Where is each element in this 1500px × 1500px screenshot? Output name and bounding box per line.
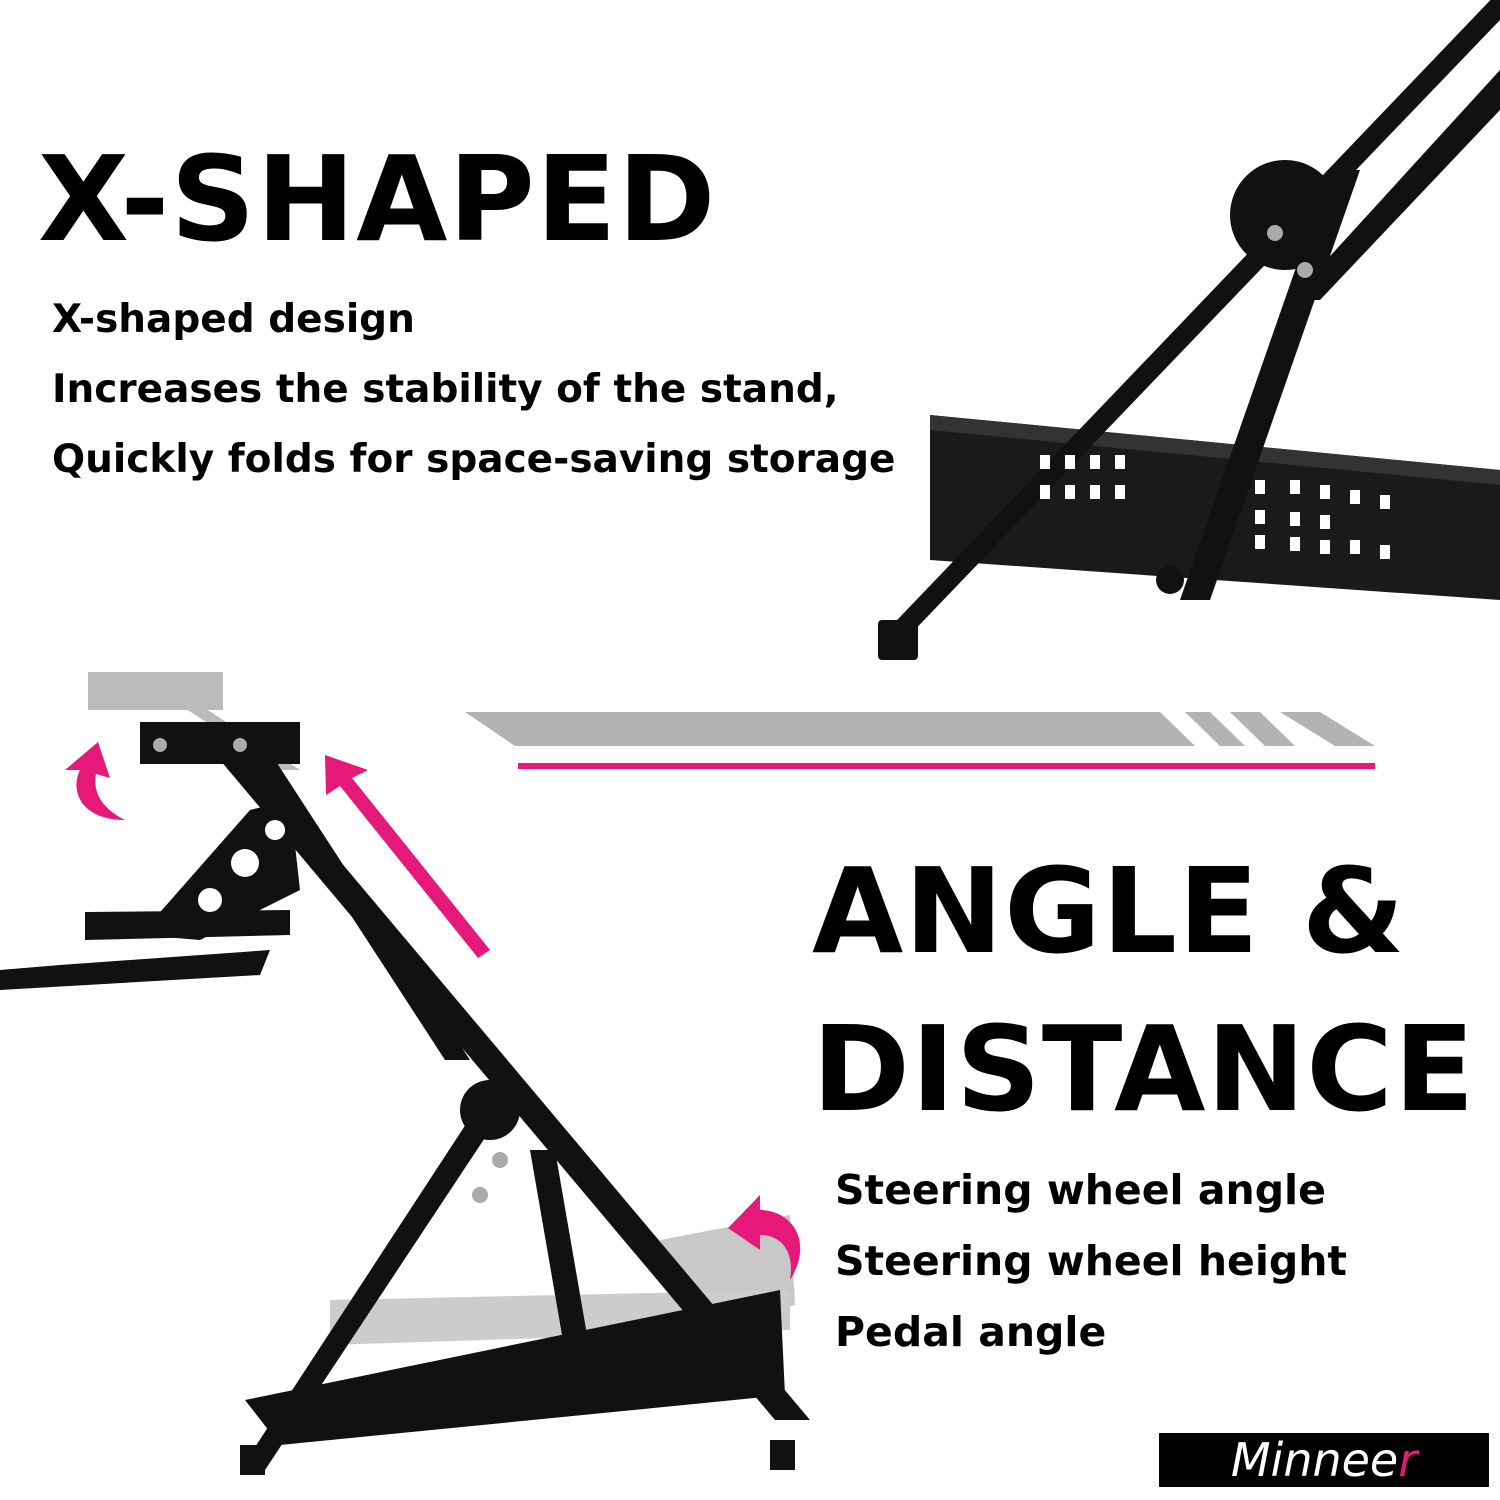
adjustable-stand-image <box>0 672 810 1475</box>
brand-name-accent: r <box>1398 1433 1418 1487</box>
description-line: Quickly folds for space-saving storage <box>52 437 896 482</box>
pink-divider-line <box>518 763 1375 769</box>
feature-item: Steering wheel height <box>835 1237 1348 1285</box>
section-title-x-shaped: X-SHAPED <box>38 130 717 268</box>
pedal-rotate-arrow-icon <box>728 1195 801 1280</box>
height-adjust-arrow-icon <box>325 755 490 958</box>
angle-rotate-arrow-icon <box>65 742 125 820</box>
gray-stripe-banner <box>465 712 1195 746</box>
brand-logo: Minneer <box>1159 1433 1489 1487</box>
folded-stand-image <box>878 0 1500 660</box>
section-title-angle: ANGLE & <box>812 842 1406 980</box>
feature-item: Steering wheel angle <box>835 1166 1326 1214</box>
description-line: X-shaped design <box>52 297 415 342</box>
description-line: Increases the stability of the stand, <box>52 367 839 412</box>
brand-name: Minnee <box>1230 1433 1399 1487</box>
section-title-distance: DISTANCE <box>812 1000 1476 1138</box>
feature-item: Pedal angle <box>835 1308 1107 1356</box>
gray-stripe-accent <box>1185 712 1245 746</box>
gray-stripe-accent <box>1230 712 1295 746</box>
gray-stripe-accent <box>1280 712 1375 746</box>
